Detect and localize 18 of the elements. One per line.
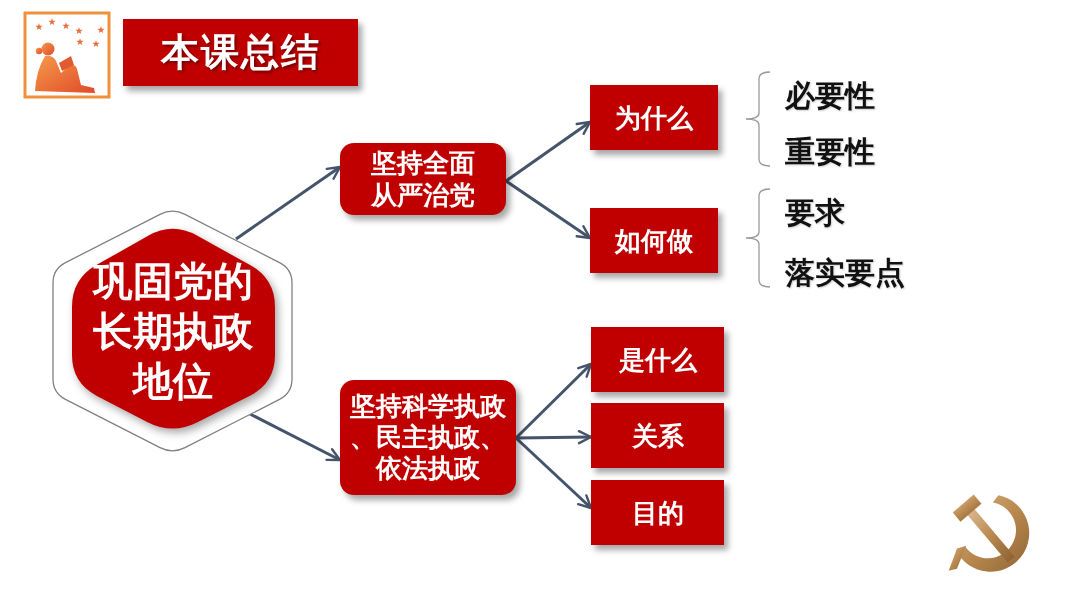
square-box: 为什么 [590, 85, 718, 150]
arrow [505, 120, 592, 183]
square-box: 是什么 [591, 327, 724, 392]
square-box: 目的 [591, 480, 724, 545]
rounded-box: 坚持全面从严治党 [340, 143, 506, 215]
square-box: 如何做 [590, 208, 718, 273]
arrow [235, 165, 342, 241]
square-box: 关系 [591, 403, 724, 468]
side-label: 必要性 [785, 78, 875, 114]
title-banner: 本课总结 [123, 19, 358, 86]
arrow [515, 429, 593, 445]
arrow [514, 436, 593, 510]
arrow [505, 179, 592, 240]
arrow [249, 412, 342, 462]
side-label: 要求 [785, 195, 845, 231]
rounded-box: 坚持科学执政、民主执政、依法执政 [340, 380, 516, 495]
side-label: 重要性 [785, 134, 875, 170]
side-label: 落实要点 [785, 255, 905, 291]
